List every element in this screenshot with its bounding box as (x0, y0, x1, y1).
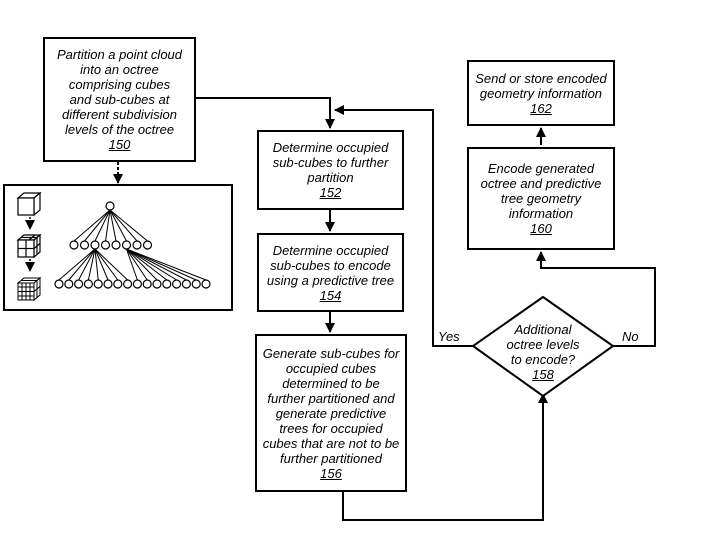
tree-edge-leaf-9 (126, 248, 148, 281)
tree-leaf-node-1 (64, 279, 74, 289)
cube-icon-level-1 (16, 233, 42, 259)
tree-mid-node-3 (100, 240, 111, 250)
tree-edge-leaf-2 (78, 248, 96, 281)
tree-edge-leaf-7 (94, 248, 128, 281)
tree-mid-node-0 (69, 240, 79, 250)
tree-mid-node-2 (90, 240, 100, 250)
tree-edge-leaf-14 (126, 248, 197, 281)
decision-158-text-block: Additional octree levels to encode? 158 (485, 322, 601, 382)
step-160-ref: 160 (530, 221, 552, 236)
cube-icon-level-0 (16, 191, 42, 217)
tree-edge-leaf-15 (126, 248, 207, 281)
tree-leaf-node-12 (172, 279, 182, 289)
step-150-text: Partition a point cloud into an octree c… (56, 47, 183, 137)
tree-leaf-node-0 (54, 279, 64, 289)
predictive-tree-graphic (54, 201, 211, 289)
tree-leaf-node-9 (142, 279, 152, 289)
arrow-158-yes-to-152 (334, 105, 473, 347)
step-154-text: Determine occupied sub-cubes to encode u… (266, 242, 395, 288)
tree-leaf-node-11 (162, 279, 172, 289)
tree-mid-node-6 (132, 240, 142, 250)
arrow-158-no-to-160 (536, 251, 656, 347)
tree-edge-leaf-4 (94, 248, 99, 281)
tree-root-node (105, 201, 115, 211)
step-box-156: Generate sub-cubes for occupied cubes de… (255, 334, 407, 492)
tree-edge-leaf-13 (126, 248, 187, 281)
decision-158-ref: 158 (532, 367, 554, 382)
step-156-ref: 156 (320, 465, 342, 481)
decision-diamond-158 (471, 295, 615, 398)
tree-edge-root-1 (84, 209, 111, 242)
decision-158-text: Additional octree levels to encode? (506, 322, 580, 367)
tree-leaf-node-10 (152, 279, 162, 289)
arrow-150-to-152 (196, 97, 335, 129)
step-152-text: Determine occupied sub-cubes to further … (272, 140, 389, 185)
step-box-152: Determine occupied sub-cubes to further … (257, 130, 404, 210)
tree-leaf-node-13 (181, 279, 191, 289)
step-152-ref: 152 (319, 185, 342, 200)
tree-edge-leaf-5 (94, 248, 109, 281)
tree-leaf-node-7 (122, 279, 133, 289)
tree-edge-leaf-10 (126, 248, 158, 281)
tree-edge-leaf-12 (126, 248, 177, 281)
tree-edge-leaf-11 (126, 248, 168, 281)
tree-mid-node-5 (121, 240, 132, 250)
step-box-162: Send or store encoded geometry informati… (467, 60, 615, 126)
tree-mid-node-1 (79, 240, 90, 250)
tree-edge-root-3 (105, 209, 111, 242)
tree-edge-leaf-8 (126, 248, 138, 281)
step-150-ref: 150 (108, 137, 131, 152)
arrow-156-to-158 (342, 393, 548, 521)
tree-leaf-node-6 (113, 279, 123, 289)
step-box-150: Partition a point cloud into an octree c… (43, 37, 196, 162)
step-162-ref: 162 (530, 100, 552, 116)
cube-icon-level-2 (16, 276, 42, 302)
tree-edge-leaf-6 (94, 248, 119, 281)
tree-edge-root-7 (109, 209, 148, 242)
step-154-ref: 154 (319, 287, 342, 303)
tree-leaf-node-8 (132, 279, 142, 289)
step-160-text: Encode generated octree and predictive t… (480, 161, 602, 221)
tree-edge-root-4 (109, 209, 117, 242)
edge-label-yes: Yes (438, 329, 460, 344)
tree-leaf-node-3 (83, 279, 94, 289)
edge-label-no: No (622, 329, 639, 344)
tree-leaf-node-14 (191, 279, 201, 289)
tree-mid-node-7 (142, 240, 153, 250)
step-box-160: Encode generated octree and predictive t… (467, 147, 615, 250)
tree-edge-root-5 (109, 209, 127, 242)
tree-mid-node-4 (111, 240, 121, 250)
tree-leaf-node-4 (93, 279, 103, 289)
tree-leaf-node-2 (73, 279, 84, 289)
tree-edge-root-0 (73, 209, 111, 242)
tree-edge-leaf-0 (58, 248, 96, 281)
tree-edge-root-2 (94, 209, 111, 242)
step-box-154: Determine occupied sub-cubes to encode u… (257, 233, 404, 312)
tree-edge-leaf-1 (68, 248, 96, 281)
step-156-text: Generate sub-cubes for occupied cubes de… (262, 345, 400, 466)
tree-edge-leaf-3 (87, 248, 96, 281)
tree-edge-root-6 (109, 209, 138, 242)
tree-leaf-node-5 (103, 279, 113, 289)
step-162-text: Send or store encoded geometry informati… (475, 70, 607, 101)
tree-leaf-node-15 (201, 279, 211, 289)
